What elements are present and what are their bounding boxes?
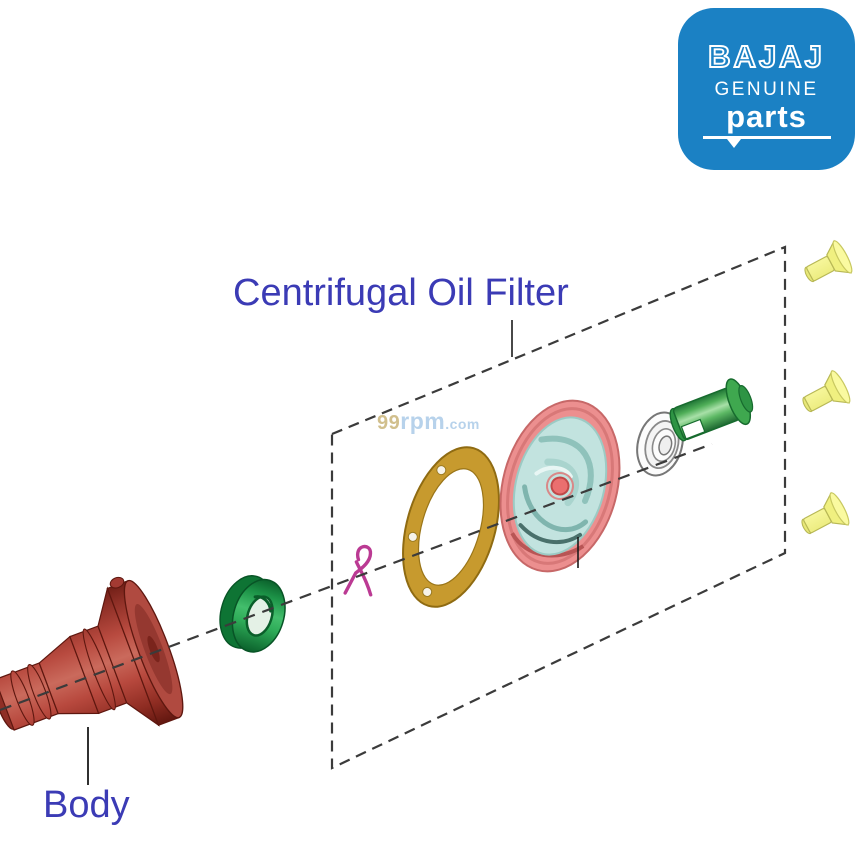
part-screw-2 [802, 369, 851, 413]
part-body [0, 576, 184, 731]
part-screw-1 [804, 239, 853, 283]
label-body: Body [43, 784, 130, 826]
logo-genuine-text: GENUINE [714, 78, 819, 100]
axis-centerline [0, 442, 713, 712]
part-rotor [499, 399, 621, 573]
part-lock-nut [219, 575, 286, 653]
watermark-name: rpm [400, 408, 446, 434]
part-screw-3 [801, 491, 850, 535]
logo-down-arrow-icon [726, 139, 741, 149]
logo-parts-text: parts [726, 98, 807, 134]
watermark-tld: .com [445, 416, 480, 432]
part-gasket [402, 446, 500, 608]
label-centrifugal-oil-filter: Centrifugal Oil Filter [233, 272, 569, 314]
watermark-num: 99 [377, 412, 401, 434]
bajaj-genuine-parts-logo: BAJAJ GENUINE parts [678, 8, 855, 170]
assembly-outline-dashed-box [330, 245, 787, 770]
logo-underline [702, 136, 831, 149]
part-split-pin [343, 544, 373, 597]
watermark-99rpm: 99rpm.com [377, 408, 480, 435]
bajaj-wordmark: BAJAJ [707, 38, 825, 74]
part-union-bolt [669, 378, 754, 442]
part-spring-washer [636, 411, 684, 477]
